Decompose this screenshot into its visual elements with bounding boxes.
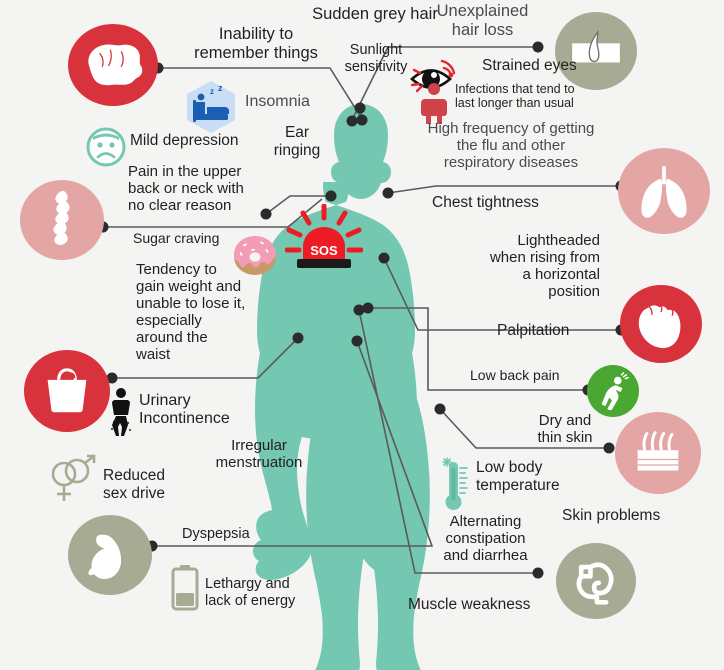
hair-follicle-icon — [555, 12, 637, 90]
label-lightheaded: Lightheaded when rising from a horizonta… — [489, 232, 600, 301]
label-skin-problems: Skin problems — [562, 507, 661, 524]
label-low-body-temperature: Low body temperature — [476, 459, 560, 494]
spine-icon — [20, 180, 104, 260]
urinary-person-icon — [107, 387, 135, 437]
skin-layers-icon — [615, 412, 701, 494]
label-sudden-grey-hair: Sudden grey hair — [312, 5, 438, 23]
label-unexplained-hair-loss: Unexplained hair loss — [436, 2, 529, 39]
sad-face-icon — [85, 126, 127, 168]
label-flu-respiratory: High frequency of getting the flu and ot… — [427, 120, 595, 172]
label-chest-tightness: Chest tightness — [432, 194, 539, 211]
label-inability-to-remember: Inability to remember things — [194, 25, 318, 62]
heart-icon — [620, 285, 702, 363]
battery-low-icon — [168, 563, 202, 613]
shopping-bag-icon — [24, 350, 110, 432]
label-lethargy: Lethargy and lack of energy — [205, 576, 296, 609]
label-upper-back-neck-pain: Pain in the upper back or neck with no c… — [128, 163, 244, 215]
label-muscle-weakness: Muscle weakness — [408, 596, 531, 613]
label-sunlight-sensitivity: Sunlight sensitivity — [344, 42, 408, 75]
eye-strain-icon — [406, 53, 472, 101]
lungs-icon — [618, 148, 710, 234]
label-irregular-menstruation: Irregular menstruation — [215, 437, 303, 472]
label-insomnia: Insomnia — [245, 93, 310, 110]
thermometer-icon — [438, 454, 474, 514]
sos-label: SOS — [310, 243, 338, 258]
sos-alert-icon: SOS — [284, 203, 364, 272]
label-palpitation: Palpitation — [497, 322, 570, 339]
intestine-icon — [556, 543, 636, 619]
donut-icon — [230, 231, 280, 277]
label-infections-longer: Infections that tend to last longer than… — [455, 82, 575, 111]
label-dry-thin-skin: Dry and thin skin — [537, 412, 593, 447]
label-ear-ringing: Ear ringing — [273, 124, 321, 159]
label-strained-eyes: Strained eyes — [482, 57, 577, 74]
label-weight-gain: Tendency to gain weight and unable to lo… — [136, 261, 246, 364]
label-low-back-pain: Low back pain — [470, 367, 560, 383]
label-alternating-bowel: Alternating constipation and diarrhea — [443, 513, 528, 565]
gender-symbols-icon — [44, 454, 98, 506]
label-urinary-incontinence: Urinary Incontinence — [139, 392, 230, 428]
back-pain-icon — [587, 365, 639, 417]
bed-sleep-icon: z z — [183, 80, 239, 134]
label-reduced-sex-drive: Reduced sex drive — [103, 467, 166, 502]
label-mild-depression: Mild depression — [130, 132, 239, 149]
label-dyspepsia: Dyspepsia — [182, 526, 250, 542]
stomach-icon — [68, 515, 152, 595]
brain-icon — [68, 24, 158, 106]
label-sugar-craving: Sugar craving — [133, 230, 220, 246]
svg-text:z: z — [218, 83, 223, 93]
person-figure-icon — [419, 82, 449, 126]
svg-text:z: z — [210, 87, 214, 96]
